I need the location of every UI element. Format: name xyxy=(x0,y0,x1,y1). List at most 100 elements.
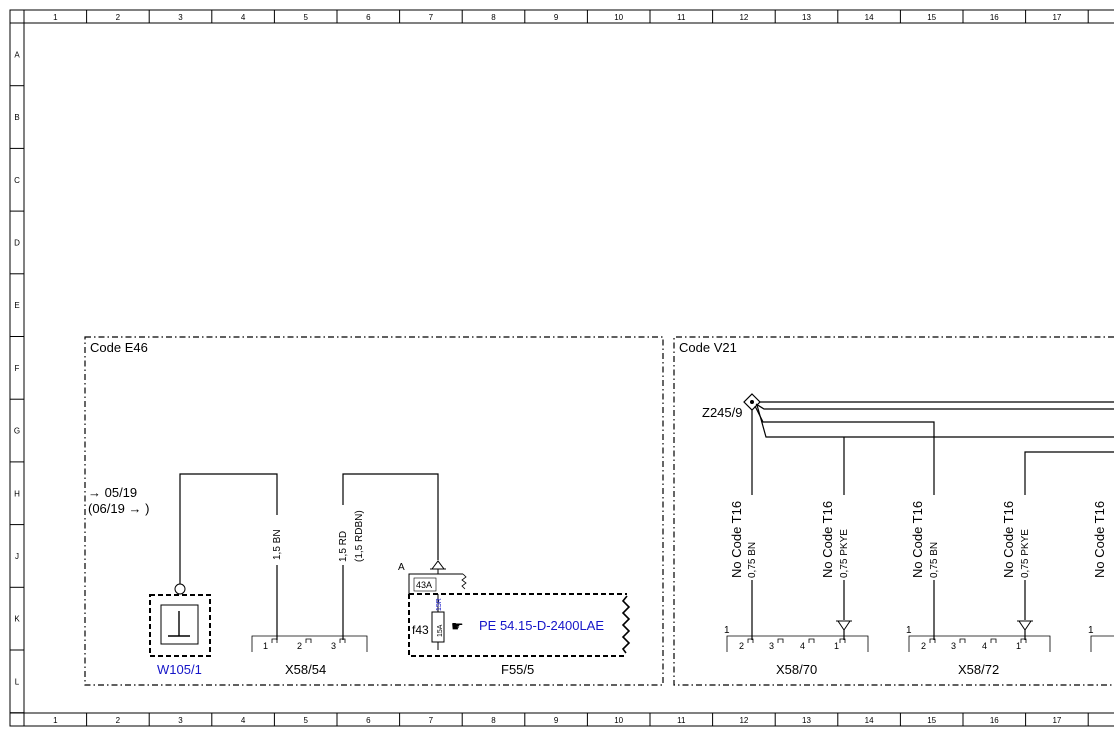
section-e46-title: Code E46 xyxy=(90,340,148,355)
ground-component-box xyxy=(149,594,211,657)
fuse-block-f55-5[interactable] xyxy=(408,593,631,657)
wire-3-code: No Code T16 xyxy=(910,501,925,578)
w105-1-link[interactable]: W105/1 xyxy=(157,662,202,677)
column-number: 12 xyxy=(739,716,748,725)
column-number: 11 xyxy=(677,13,686,22)
column-number: 3 xyxy=(178,13,183,22)
x58-72-marker: 1 xyxy=(906,625,912,636)
row-letter: D xyxy=(14,238,20,247)
x58-70-pin-4: 4 xyxy=(800,641,805,651)
ground-component-w105-1[interactable] xyxy=(149,583,211,657)
column-number: 14 xyxy=(865,716,874,725)
fuse-rating: 15A xyxy=(437,624,444,637)
column-number: 6 xyxy=(366,716,371,725)
column-number: 16 xyxy=(990,13,999,22)
row-letter: C xyxy=(14,176,20,185)
x58-54-pin-2: 2 xyxy=(297,641,302,651)
section-code-e46: Code E46 → 05/19 (06/19 → ) W105/1 1,5 B… xyxy=(84,336,664,686)
row-letter: E xyxy=(14,301,19,310)
wire-4-spec: 0,75 PKYE xyxy=(1020,529,1031,578)
column-number: 5 xyxy=(303,13,308,22)
x58-72-pin-2: 2 xyxy=(921,641,926,651)
row-ruler: A B C D E F G H J K L xyxy=(10,50,24,714)
column-number: 2 xyxy=(116,13,121,22)
row-letter: G xyxy=(14,427,20,436)
x58-70-pin-3: 3 xyxy=(769,641,774,651)
x58-70-pin-2: 2 xyxy=(739,641,744,651)
x58-70-label: X58/70 xyxy=(776,662,817,677)
row-letter: A xyxy=(14,50,20,59)
column-number: 7 xyxy=(429,13,434,22)
column-number: 9 xyxy=(554,13,559,22)
wire-1-5-rd-label: 1,5 RD xyxy=(338,531,349,562)
column-number: 17 xyxy=(1052,716,1061,725)
row-letter: L xyxy=(15,677,20,686)
splice-z245-9-label[interactable]: Z245/9 xyxy=(702,405,742,420)
wire-2-code: No Code T16 xyxy=(820,501,835,578)
section-code-v21: Code V21 Z245/9 No Code T16 0,75 BN No C… xyxy=(673,336,1114,686)
row-letter: H xyxy=(14,489,20,498)
column-number: 2 xyxy=(116,716,121,725)
pe-reference-link[interactable]: PE 54.15-D-2400LAE xyxy=(479,618,604,633)
wire-1-5-bn xyxy=(179,473,278,640)
column-number: 7 xyxy=(429,716,434,725)
x58-54-pin-3: 3 xyxy=(331,641,336,651)
column-number: 12 xyxy=(739,13,748,22)
wire-1-5-rdbn-label: (1,5 RDBN) xyxy=(354,510,365,562)
wire-1-code: No Code T16 xyxy=(729,501,744,578)
section-e46-border xyxy=(84,336,664,686)
column-number: 10 xyxy=(614,716,623,725)
fuse-block-break-icon xyxy=(621,595,631,654)
f55-5-label: F55/5 xyxy=(501,662,534,677)
pointing-hand-icon: ☛ xyxy=(451,618,464,634)
column-number: 4 xyxy=(241,13,246,22)
column-number: 4 xyxy=(241,716,246,725)
column-number: 3 xyxy=(178,716,183,725)
x58-54-pin-1: 1 xyxy=(263,641,268,651)
wire-2-spec: 0,75 PKYE xyxy=(839,529,850,578)
point-a-label: A xyxy=(398,562,405,573)
x58-70-marker: 1 xyxy=(724,625,730,636)
row-letter: J xyxy=(15,552,19,561)
column-number: 8 xyxy=(491,13,496,22)
column-number: 13 xyxy=(802,716,811,725)
column-number: 8 xyxy=(491,716,496,725)
pin-arrow-icon xyxy=(1018,620,1032,631)
column-number: 11 xyxy=(677,716,686,725)
connector-x58-72[interactable]: 1 2 3 4 1 xyxy=(906,625,1051,652)
ground-terminal xyxy=(174,583,186,595)
row-letter: F xyxy=(15,364,20,373)
connector-x58-54[interactable]: 1 2 3 xyxy=(251,635,368,652)
fuse-circuit-15r: 15R xyxy=(436,598,443,611)
terminal-43a: 43A xyxy=(416,580,432,590)
column-number: 14 xyxy=(865,13,874,22)
frame xyxy=(9,9,1114,727)
connector-arrow-icon xyxy=(431,560,445,570)
column-number: 13 xyxy=(802,13,811,22)
x58-72-pin-3: 3 xyxy=(951,641,956,651)
column-number: 17 xyxy=(1052,13,1061,22)
column-number: 9 xyxy=(554,716,559,725)
column-number: 1 xyxy=(53,716,58,725)
wire-1-5-bn-label: 1,5 BN xyxy=(272,529,283,560)
next-connector-marker: 1 xyxy=(1088,625,1094,636)
x58-54-label: X58/54 xyxy=(285,662,326,677)
pin-arrow-icon xyxy=(837,620,851,631)
date-range-from: (06/19 → ) xyxy=(88,501,149,516)
column-number: 6 xyxy=(366,13,371,22)
section-v21-title: Code V21 xyxy=(679,340,737,355)
row-letter: K xyxy=(14,615,20,624)
column-ruler: 1122334455667788991010111112121313141415… xyxy=(53,10,1089,726)
wire-5-code: No Code T16 xyxy=(1092,501,1107,578)
section-v21-border xyxy=(673,336,1114,686)
date-range-until: → 05/19 xyxy=(88,485,137,500)
row-letter: B xyxy=(14,113,19,122)
connector-x58-70[interactable]: 1 2 3 4 1 xyxy=(724,625,869,652)
wire-3-spec: 0,75 BN xyxy=(929,542,940,578)
column-number: 16 xyxy=(990,716,999,725)
column-number: 5 xyxy=(303,716,308,725)
column-number: 15 xyxy=(927,13,936,22)
wire-1-spec: 0,75 BN xyxy=(747,542,758,578)
x58-72-pin-1: 1 xyxy=(1016,641,1021,651)
